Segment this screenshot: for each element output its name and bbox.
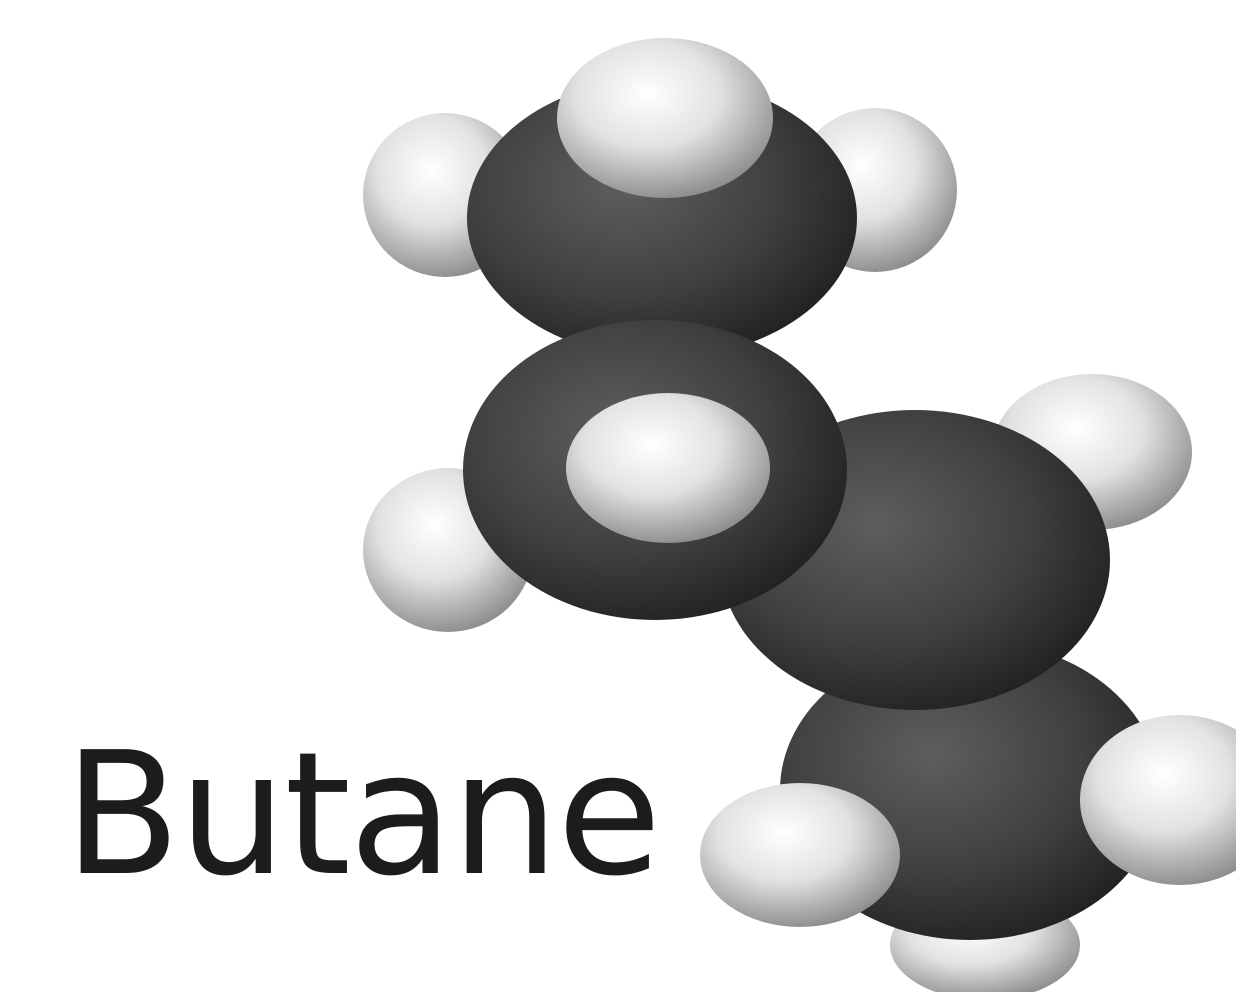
- hydrogen-atom: [700, 783, 900, 927]
- hydrogen-atom: [557, 38, 773, 198]
- hydrogen-atom: [1080, 715, 1236, 885]
- hydrogen-atom: [566, 393, 770, 543]
- molecule-name-label: Butane: [64, 716, 662, 914]
